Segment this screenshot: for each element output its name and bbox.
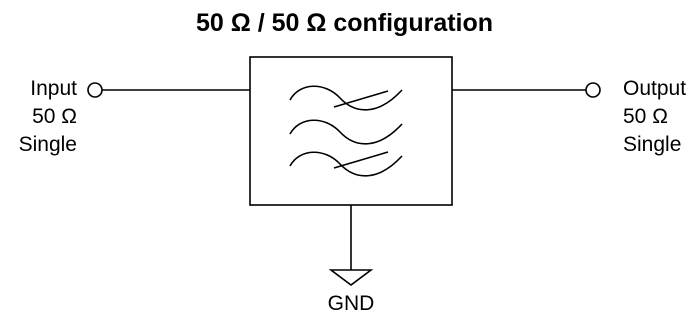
wave-stroke <box>333 151 389 169</box>
output-mode-label: Single <box>623 133 682 156</box>
input-impedance-label: 50 Ω <box>32 105 77 128</box>
input-terminal <box>87 82 103 98</box>
output-name-label: Output <box>623 77 687 100</box>
input-mode-label: Single <box>18 133 77 156</box>
filter-block <box>249 56 453 206</box>
output-terminal <box>585 82 601 98</box>
ground-icon <box>328 269 374 286</box>
filter-wave-icon <box>289 85 403 177</box>
wave-stroke <box>333 90 389 108</box>
ground-label: GND <box>327 292 375 315</box>
output-impedance-label: 50 Ω <box>623 105 668 128</box>
diagram-title: 50 Ω / 50 Ω configuration <box>195 9 494 37</box>
input-name-label: Input <box>30 77 77 100</box>
